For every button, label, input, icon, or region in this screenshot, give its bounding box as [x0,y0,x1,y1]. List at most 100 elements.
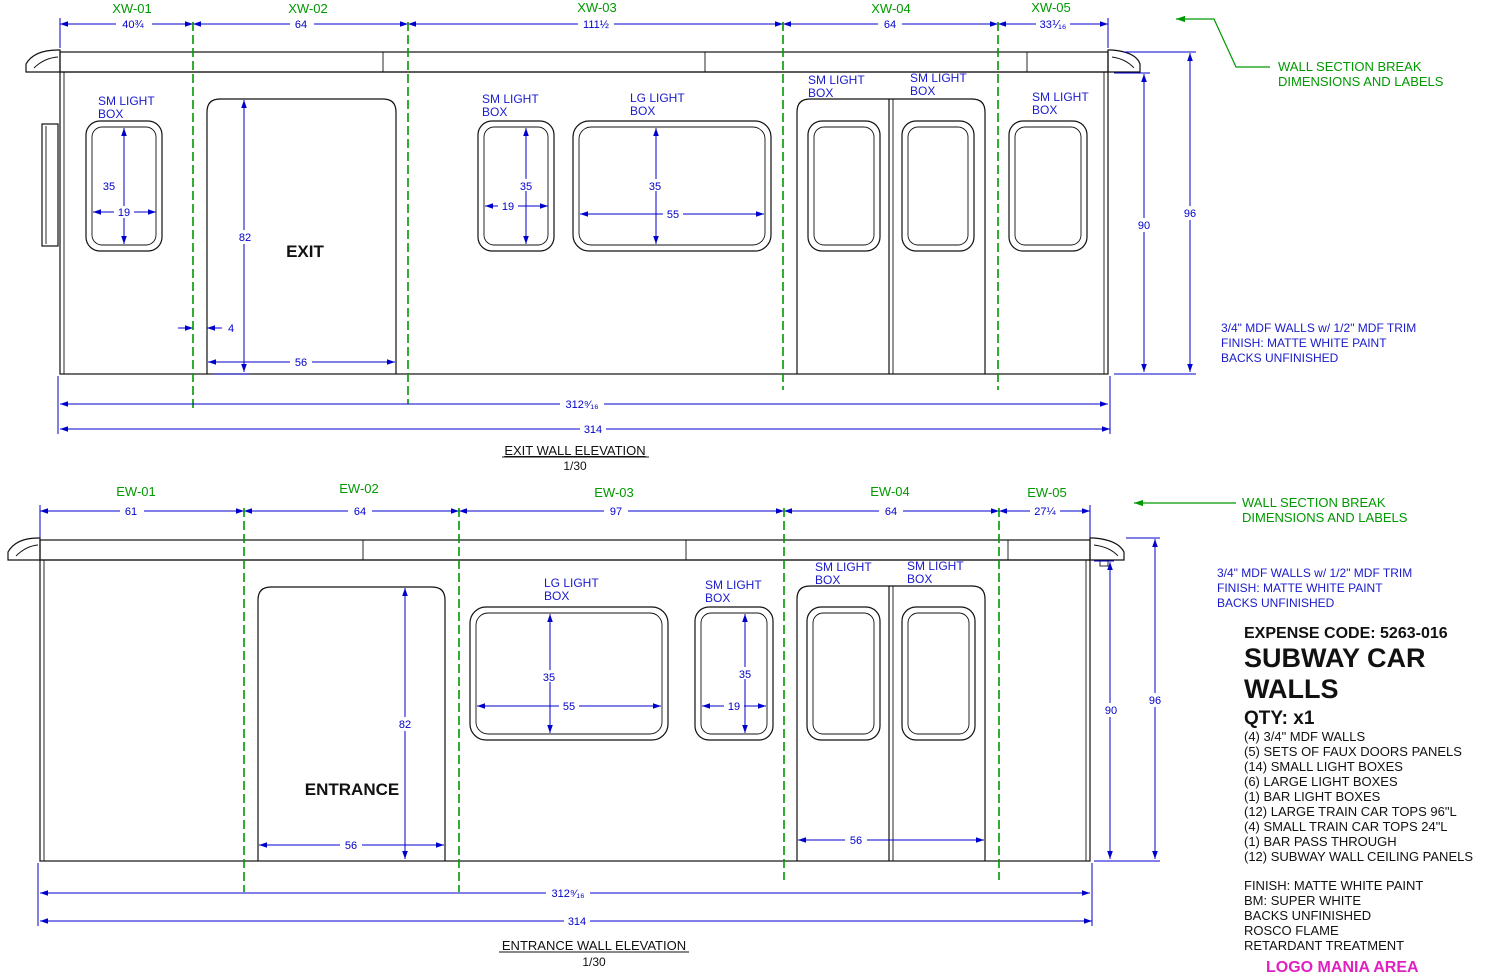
entrance-vertical-dims: 90 96 [1094,537,1165,862]
materials-item: (14) SMALL LIGHT BOXES [1244,759,1403,774]
entrance-door-sm-light-label-1b: BOX [815,573,840,587]
exit-section-label-xw05: XW-05 [1031,0,1071,15]
exit-dim-inner-h: 90 [1138,220,1150,232]
exit-material-note-line1: 3/4" MDF WALLS w/ 1/2" MDF TRIM [1221,321,1416,335]
entrance-dim-outer-h: 96 [1149,695,1161,707]
entrance-elevation-scale: 1/30 [582,955,606,969]
entrance-dim-ew04: 64 [885,506,897,518]
exit-dim-smbox-w-2: 19 [502,201,514,213]
logo-area-label: LOGO MANIA AREA [1266,959,1419,975]
exit-door-label: EXIT [286,242,324,261]
entrance-section-label-ew02: EW-02 [339,481,379,496]
exit-section-label-xw03: XW-03 [577,0,617,15]
entrance-dim-inner-w: 312⁹⁄₁₆ [551,888,584,900]
finish-item: RETARDANT TREATMENT [1244,938,1404,953]
exit-dim-door-w: 56 [295,357,307,369]
sheet-qty: QTY: x1 [1244,708,1315,729]
exit-sm-light-box-1: SM LIGHT BOX 35 19 [85,94,163,252]
exit-dim-lgbox-h: 35 [649,181,661,193]
entrance-door-label: ENTRANCE [305,780,399,799]
entrance-section-label-ew01: EW-01 [116,484,156,499]
materials-item: (12) LARGE TRAIN CAR TOPS 96"L [1244,804,1457,819]
entrance-section-label-ew04: EW-04 [870,484,910,499]
exit-dim-smbox-h-2: 35 [520,181,532,193]
exit-door-sm-light-label-1b: BOX [808,86,833,100]
entrance-sm-light-label: SM LIGHT [705,578,762,592]
entrance-door-sm-light-label-1: SM LIGHT [815,560,872,574]
exit-dim-xw04: 64 [884,19,896,31]
materials-item: (4) 3/4" MDF WALLS [1244,729,1365,744]
entrance-material-note: 3/4" MDF WALLS w/ 1/2" MDF TRIM FINISH: … [1217,566,1412,610]
exit-door-sm-light-label-2b: BOX [910,84,935,98]
exit-door-sm-light-label-1: SM LIGHT [808,73,865,87]
exit-double-doors: SM LIGHT BOX SM LIGHT BOX [796,71,986,374]
exit-dim-xw02: 64 [295,19,307,31]
entrance-elevation-title: ENTRANCE WALL ELEVATION [502,938,686,953]
exit-sm-light-label-2b: BOX [482,105,507,119]
entrance-dim-lgbox-h: 35 [543,672,555,684]
entrance-lg-light-label: LG LIGHT [544,576,599,590]
exit-section-label-xw01: XW-01 [112,1,152,16]
entrance-door-sm-light-label-2: SM LIGHT [907,559,964,573]
entrance-dim-ew03: 97 [610,506,622,518]
entrance-door-sm-light-label-2b: BOX [907,572,932,586]
entrance-dim-dbl-door-w: 56 [850,835,862,847]
exit-dim-trim: 4 [228,323,234,335]
entrance-break-note-line2: DIMENSIONS AND LABELS [1242,510,1408,525]
entrance-section-breaks [243,508,1000,892]
exit-dim-lgbox-w: 55 [667,209,679,221]
exit-door: 82 56 EXIT 4 [178,98,397,375]
entrance-dim-inner-h: 90 [1105,705,1117,717]
entrance-material-note-line2: FINISH: MATTE WHITE PAINT [1217,581,1383,595]
exit-sm-light-label-1: SM LIGHT [98,94,155,108]
exit-sm-light-label-1b: BOX [98,107,123,121]
entrance-horizontal-dims: 312⁹⁄₁₆ 314 [37,863,1093,928]
exit-material-note-line2: FINISH: MATTE WHITE PAINT [1221,336,1387,350]
exit-dim-xw03: 111½ [583,19,609,31]
finish-item: ROSCO FLAME [1244,923,1339,938]
entrance-dim-smbox-w: 19 [728,701,740,713]
exit-lg-light-label-b: BOX [630,104,655,118]
entrance-lg-light-box: LG LIGHT BOX 35 55 [469,576,669,741]
entrance-dim-ew02: 64 [354,506,366,518]
exit-door-sm-light-label-2: SM LIGHT [910,71,967,85]
exit-dim-smbox-w-1: 19 [118,207,130,219]
entrance-double-doors: SM LIGHT BOX SM LIGHT BOX 56 [796,559,986,861]
exit-material-note-line3: BACKS UNFINISHED [1221,351,1339,365]
exit-lg-light-label: LG LIGHT [630,91,685,105]
entrance-lg-light-label-b: BOX [544,589,569,603]
exit-dim-xw05: 33⅟₁₆ [1040,19,1067,31]
exit-elevation-scale: 1/30 [563,459,587,473]
entrance-section-label-ew03: EW-03 [594,485,634,500]
materials-item: (1) BAR LIGHT BOXES [1244,789,1381,804]
entrance-door: 82 56 ENTRANCE [257,586,446,861]
entrance-wall-elevation: EW-01 EW-02 EW-03 EW-04 EW-05 61 64 97 6… [7,481,1412,969]
exit-dim-inner-w: 312⁹⁄₁₆ [565,399,598,411]
exit-dim-outer-w: 314 [584,424,602,436]
entrance-dim-lgbox-w: 55 [563,701,575,713]
exit-elevation-title: EXIT WALL ELEVATION [504,443,645,458]
entrance-break-note: WALL SECTION BREAK DIMENSIONS AND LABELS [1134,495,1408,525]
exit-lg-light-box: LG LIGHT BOX 35 55 [572,91,772,252]
exit-material-note: 3/4" MDF WALLS w/ 1/2" MDF TRIM FINISH: … [1221,321,1416,365]
exit-sm-light-label-5b: BOX [1032,103,1057,117]
entrance-section-label-ew05: EW-05 [1027,485,1067,500]
materials-item: (12) SUBWAY WALL CEILING PANELS [1244,849,1473,864]
exit-sm-light-box-5: SM LIGHT BOX [1008,90,1089,252]
entrance-dim-door-w: 56 [345,840,357,852]
entrance-dim-outer-w: 314 [568,916,586,928]
exit-break-note: WALL SECTION BREAK DIMENSIONS AND LABELS [1176,15,1444,89]
materials-item: (4) SMALL TRAIN CAR TOPS 24"L [1244,819,1448,834]
entrance-break-note-line1: WALL SECTION BREAK [1242,495,1386,510]
exit-vertical-dims: 90 96 [1114,51,1200,375]
sheet-title-line1: SUBWAY CAR [1244,643,1426,673]
exit-section-label-xw04: XW-04 [871,1,911,16]
materials-list: (4) 3/4" MDF WALLS (5) SETS OF FAUX DOOR… [1244,729,1473,864]
finish-item: BM: SUPER WHITE [1244,893,1361,908]
exit-dim-door-h: 82 [239,232,251,244]
entrance-dim-door-h: 82 [399,719,411,731]
entrance-wall-body [7,537,1125,862]
expense-code: EXPENSE CODE: 5263-016 [1244,625,1448,642]
materials-item: (6) LARGE LIGHT BOXES [1244,774,1398,789]
